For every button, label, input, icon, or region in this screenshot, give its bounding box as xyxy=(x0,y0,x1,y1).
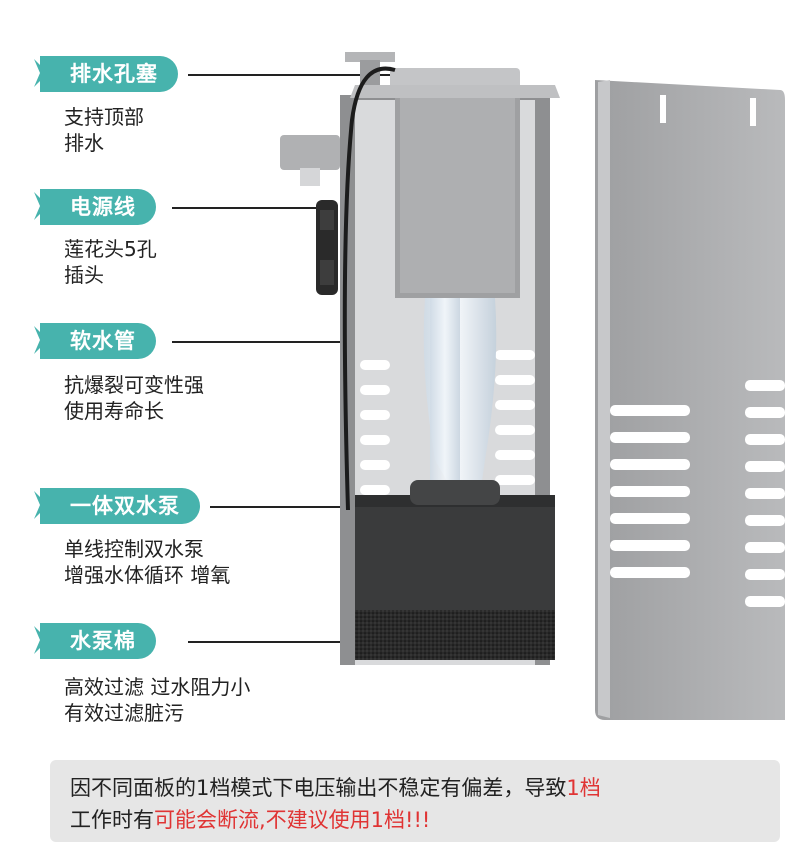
leader-power-cord xyxy=(172,207,320,209)
soft-hoses xyxy=(423,298,497,498)
front-cover-panel xyxy=(595,80,785,720)
right-vent-slots xyxy=(495,350,535,485)
label-pump-sponge: 水泵棉 xyxy=(34,622,156,660)
desc-power-cord: 莲花头5孔 插头 xyxy=(64,237,157,287)
pump-block xyxy=(355,480,555,615)
cover-vent-slots-left xyxy=(610,405,690,578)
tag-dual-pump: 一体双水泵 xyxy=(40,488,200,524)
desc-pump-sponge: 高效过滤 过水阻力小 有效过滤脏污 xyxy=(64,675,251,725)
tag-soft-hose: 软水管 xyxy=(40,323,156,359)
tag-pump-sponge: 水泵棉 xyxy=(40,623,156,659)
label-power-cord: 电源线 xyxy=(34,188,156,226)
label-soft-hose: 软水管 xyxy=(34,322,156,360)
notice-highlight-1: 1档 xyxy=(566,776,601,800)
desc-dual-pump: 单线控制双水泵 增强水体循环 增氧 xyxy=(64,537,231,587)
top-compartment xyxy=(280,85,560,298)
label-dual-pump: 一体双水泵 xyxy=(34,487,200,525)
tag-drain-plug: 排水孔塞 xyxy=(40,56,178,92)
cover-vent-slots-right xyxy=(745,380,785,607)
desc-soft-hose: 抗爆裂可变性强 使用寿命长 xyxy=(64,373,204,423)
left-vent-slots xyxy=(360,360,390,495)
notice-text-1: 因不同面板的1档模式下电压输出不稳定有偏差，导致 xyxy=(70,776,567,800)
pump-sponge xyxy=(355,610,555,660)
notice-text-2: 工作时有 xyxy=(70,808,154,832)
leader-soft-hose xyxy=(172,341,462,343)
leader-pump-sponge xyxy=(188,641,428,643)
notice-highlight-2: 可能会断流,不建议使用1档!!! xyxy=(154,808,431,832)
power-cord xyxy=(316,66,396,511)
label-drain-plug: 排水孔塞 xyxy=(34,55,178,93)
leader-drain-plug xyxy=(188,74,458,76)
desc-drain-plug: 支持顶部 排水 xyxy=(64,105,144,155)
cover-hooks xyxy=(660,95,756,126)
warning-notice: 因不同面板的1档模式下电压输出不稳定有偏差，导致1档 工作时有可能会断流,不建议… xyxy=(50,760,780,842)
tag-power-cord: 电源线 xyxy=(40,189,156,225)
filter-product-illustration xyxy=(280,52,785,720)
